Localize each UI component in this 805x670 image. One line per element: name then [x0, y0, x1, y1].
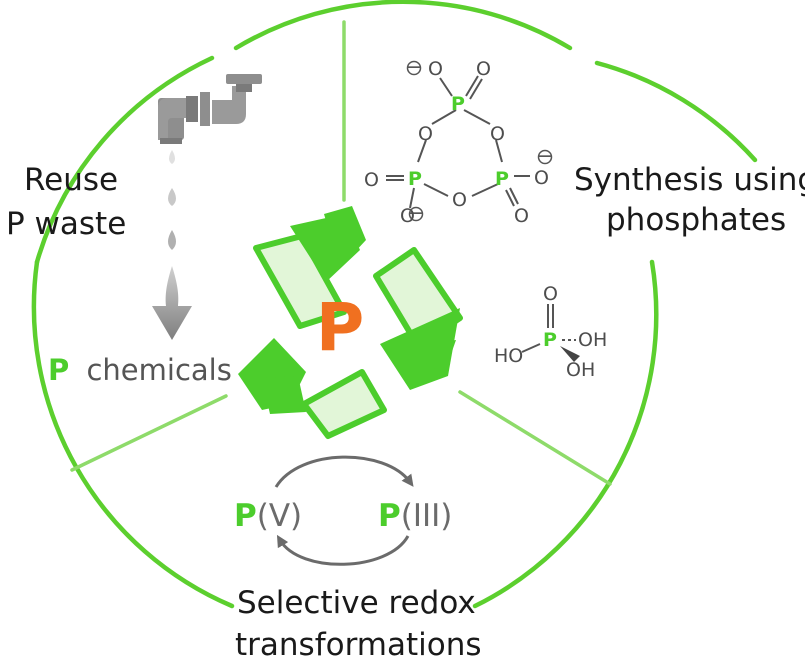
pv-symbol: P: [234, 498, 257, 534]
water-drops: [168, 150, 176, 250]
synthesis-label-line1: Synthesis using: [574, 162, 805, 198]
p-chemicals-symbol: P: [48, 353, 69, 387]
redox-label-line1: Selective redox: [237, 585, 476, 621]
trimeta-p-top: P: [451, 93, 465, 115]
trimeta-charge-left: −: [408, 202, 424, 224]
acid-ho-left: HO: [494, 345, 523, 367]
trimeta-p-left: P: [408, 168, 422, 190]
trimeta-o-top-anion: O: [428, 58, 443, 80]
trimeta-o-ring-bottom: O: [452, 189, 467, 211]
ring-arc-left-lower: [31, 259, 235, 609]
pv-state: (V): [257, 498, 302, 534]
sector-dividers: [70, 20, 612, 486]
center-p-symbol: P: [316, 289, 364, 366]
p-chemicals-word: chemicals: [86, 353, 231, 387]
reuse-label-line1: Reuse: [24, 162, 118, 198]
redox-label-line2: transformations: [235, 627, 482, 663]
recycle-arrows-icon: [238, 206, 463, 439]
piii-symbol: P: [378, 498, 401, 534]
water-drop-icon: [168, 230, 176, 250]
recycle-segment-top: [253, 233, 347, 329]
trimeta-o-left-double: O: [364, 169, 379, 191]
pv-label: P(V): [234, 498, 302, 534]
recycle-segment-bottom: [301, 369, 387, 439]
acid-oh-bottom: OH: [566, 359, 595, 381]
acid-p: P: [543, 329, 557, 351]
redox-arrow-reduction: [276, 534, 410, 566]
negative-charge-marks: [406, 60, 553, 222]
p-chemicals-label: P chemicals: [48, 353, 232, 387]
synthesis-label-line2: phosphates: [606, 202, 786, 238]
ring-arc-left: [34, 55, 215, 265]
water-tap-icon: [158, 74, 262, 144]
phosphorous-acid-structure: O P HO OH OH: [494, 283, 607, 381]
divider-left: [70, 394, 228, 472]
water-drop-icon: [168, 188, 176, 206]
ring-arc-top: [233, 0, 573, 51]
redox-arrow-oxidation: [274, 455, 414, 488]
trimetaphosphate-structure: P P P O O O O O O O O O − − −: [364, 56, 553, 227]
ring-arc-right-lower: [472, 259, 659, 609]
trimeta-o-right-anion: O: [534, 167, 549, 189]
trimeta-charge-top: −: [406, 56, 422, 78]
trimeta-charge-right: −: [537, 145, 553, 167]
redox-cycle-arrows-icon: [274, 455, 414, 566]
water-drop-icon: [169, 150, 175, 164]
trimeta-o-top-double: O: [476, 58, 491, 80]
down-arrow-icon: [152, 266, 192, 340]
piii-label: P(III): [378, 498, 452, 534]
trimeta-p-right: P: [495, 168, 509, 190]
ring-arc-right: [594, 60, 758, 163]
trimeta-o-right-double: O: [514, 205, 529, 227]
acid-o-double: O: [543, 283, 558, 305]
trimeta-o-ring-right: O: [490, 123, 505, 145]
acid-oh-right: OH: [578, 329, 607, 351]
piii-state: (III): [401, 498, 453, 534]
trimeta-o-ring-left: O: [418, 123, 433, 145]
reuse-label-line2: P waste: [6, 206, 126, 242]
divider-right: [458, 390, 612, 486]
wedge-bond: [560, 346, 580, 362]
